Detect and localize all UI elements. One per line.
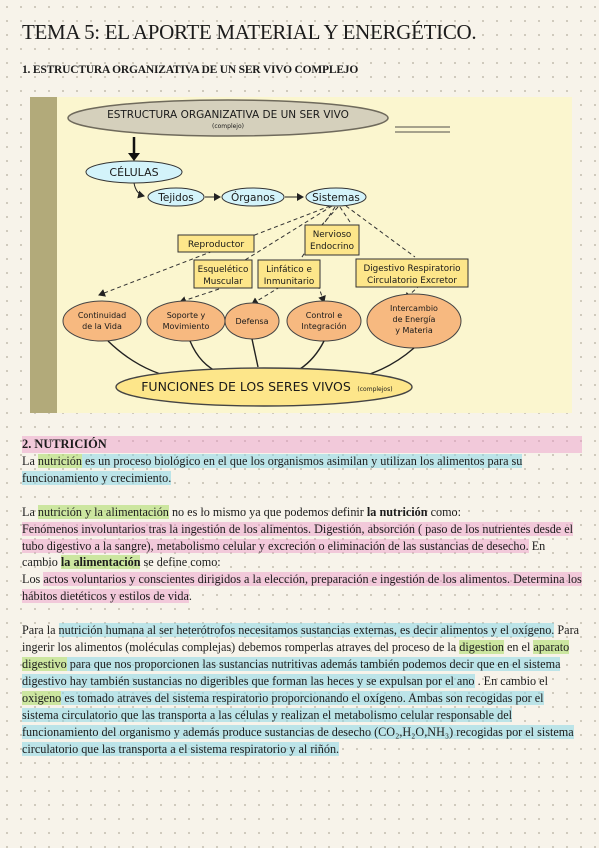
function-intercambio-label-2: de Energía	[393, 315, 436, 324]
box-linfatico-label-2: Inmunitario	[264, 277, 315, 287]
box-digestivo	[355, 258, 469, 288]
function-continuidad	[62, 300, 142, 342]
function-defensa-label: Defensa	[236, 317, 269, 326]
function-soporte-label-1: Soporte y	[167, 311, 206, 320]
organos-ellipse	[221, 187, 285, 207]
text-highlight: nutrición humana al ser heterótrofos nec…	[58, 623, 555, 638]
text-run: En cambio	[22, 538, 546, 570]
function-continuidad-label-1: Continuidad	[78, 311, 126, 320]
text-run: Para la	[22, 623, 59, 638]
text-bold: la nutrición	[366, 504, 428, 519]
text-highlight: es tomado atraves del sistema respirator…	[22, 690, 574, 756]
text-run: La	[22, 453, 38, 468]
text-run: Para ingerir los alimentos (moléculas co…	[22, 623, 580, 655]
text-highlight: Fenómenos involuntarios tras la ingestió…	[22, 521, 574, 553]
text-run: en el	[503, 640, 534, 655]
paragraph-definition: La nutrición es un proceso biológico en …	[22, 453, 582, 487]
text-highlight: nutrición y la alimentación	[37, 504, 169, 519]
celulas-label: CÉLULAS	[109, 166, 158, 179]
organization-diagram: ESTRUCTURA ORGANIZATIVA DE UN SER VIVO (…	[30, 97, 572, 413]
diagram-canvas: ESTRUCTURA ORGANIZATIVA DE UN SER VIVO (…	[30, 97, 469, 413]
text-bold: la alimentación	[60, 555, 141, 570]
side-strip	[30, 97, 57, 413]
box-esqueletico-label-1: Esquelético	[198, 264, 249, 275]
box-esqueletico	[193, 259, 253, 289]
bottom-functions-sub: (complejos)	[357, 386, 392, 393]
organos-label: Órganos	[231, 191, 275, 204]
sistemas-label: Sistemas	[312, 192, 360, 204]
section-heading-structure: 1. ESTRUCTURA ORGANIZATIVA DE UN SER VIV…	[22, 64, 359, 76]
function-control-label-2: Integración	[301, 321, 346, 331]
text-highlight: digestion	[459, 640, 504, 655]
box-nervioso-label-1: Nervioso	[313, 230, 352, 240]
nutrition-section: 2. NUTRICIÓN La nutrición es un proceso …	[22, 436, 582, 774]
text-run: La	[22, 504, 38, 519]
arrow-celulas-tejidos	[133, 182, 145, 199]
bottom-functions-title: FUNCIONES DE LOS SERES VIVOS	[141, 379, 351, 394]
function-intercambio-label-3: y Materia	[395, 326, 433, 335]
top-structure-sub: (complejo)	[212, 123, 244, 130]
box-reproductor	[177, 234, 255, 253]
top-structure-ellipse	[67, 99, 389, 137]
page-title: TEMA 5: EL APORTE MATERIAL Y ENERGÉTICO.	[22, 20, 477, 44]
tejidos-label: Tejidos	[157, 192, 193, 204]
paragraph-nutricion-alimentacion: La nutrición y la alimentación no es lo …	[22, 504, 582, 605]
function-soporte-label-2: Movimiento	[163, 322, 210, 331]
section-heading-nutrition: 2. NUTRICIÓN	[22, 436, 582, 453]
box-nervioso-label-2: Endocrino	[310, 242, 354, 252]
box-digestivo-label-1: Digestivo Respiratorio	[363, 264, 460, 274]
text-highlight: nutrición	[37, 453, 82, 468]
text-highlight: oxigeno	[22, 690, 62, 705]
box-linfatico-label-1: Linfático e	[266, 265, 312, 275]
text-run: . En cambio el	[474, 673, 548, 688]
function-continuidad-label-2: de la Vida	[82, 322, 122, 331]
text-run: como:	[427, 504, 462, 519]
paragraph-nutricion-humana: Para la nutrición humana al ser heterótr…	[22, 622, 582, 757]
box-reproductor-label: Reproductor	[188, 239, 245, 250]
function-intercambio-label-1: Intercambio	[390, 304, 438, 313]
box-linfatico	[257, 259, 321, 289]
function-soporte	[146, 300, 226, 342]
text-run: no es lo mismo ya que podemos definir	[168, 504, 367, 519]
box-digestivo-label-2: Circulatorio Excretor	[367, 276, 457, 286]
function-control-label-1: Control e	[306, 311, 342, 320]
tejidos-ellipse	[147, 187, 205, 207]
text-highlight: es un proceso biológico en el que los or…	[22, 453, 523, 485]
text-run: se define como:	[140, 555, 221, 570]
box-nervioso	[304, 224, 360, 256]
text-highlight: actos voluntarios y conscientes dirigido…	[22, 572, 582, 604]
text-run: Los	[22, 572, 44, 587]
function-control	[286, 300, 362, 342]
top-structure-title: ESTRUCTURA ORGANIZATIVA DE UN SER VIVO	[107, 109, 349, 121]
box-esqueletico-label-2: Muscular	[203, 277, 243, 287]
sistemas-ellipse	[305, 187, 367, 207]
bottom-functions-ellipse	[115, 367, 413, 407]
text-run: .	[188, 589, 192, 604]
arrow-head	[128, 153, 140, 161]
